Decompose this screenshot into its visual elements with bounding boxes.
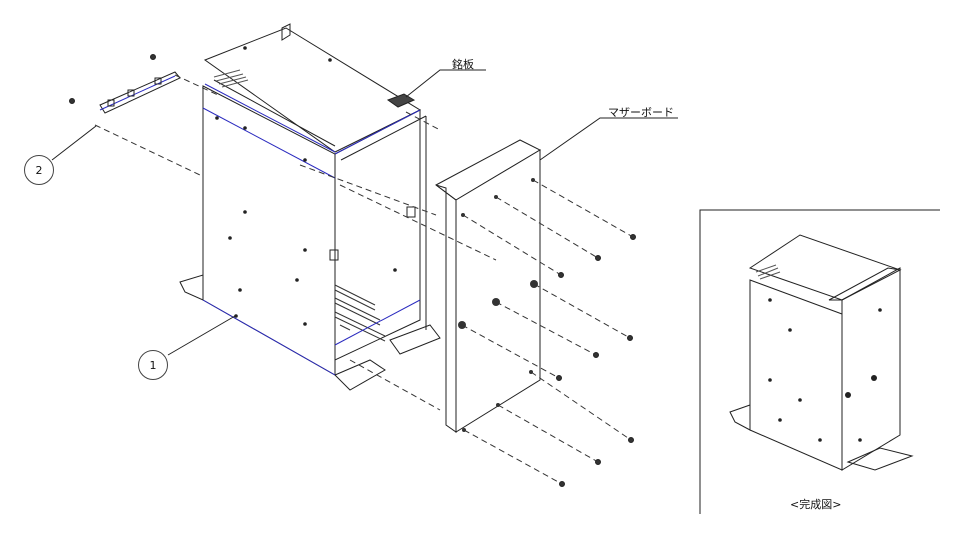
assembly-lines — [94, 74, 634, 485]
balloon-number: 1 — [149, 358, 157, 372]
leader-lines — [51, 69, 678, 356]
part-balloon-1: 1 — [138, 350, 168, 380]
completed-view-caption: <完成図> — [790, 498, 842, 511]
nameplate-plate — [386, 93, 416, 108]
completed-chassis — [729, 234, 914, 471]
chassis-body — [179, 23, 441, 391]
completed-frame — [699, 209, 940, 514]
motherboard — [435, 139, 542, 433]
part-balloon-2: 2 — [24, 155, 54, 185]
small-bracket — [69, 54, 181, 114]
screw-set — [556, 234, 636, 487]
motherboard-label: マザーボード — [608, 106, 674, 119]
nameplate-label: 銘板 — [452, 58, 474, 71]
balloon-number: 2 — [35, 163, 43, 177]
